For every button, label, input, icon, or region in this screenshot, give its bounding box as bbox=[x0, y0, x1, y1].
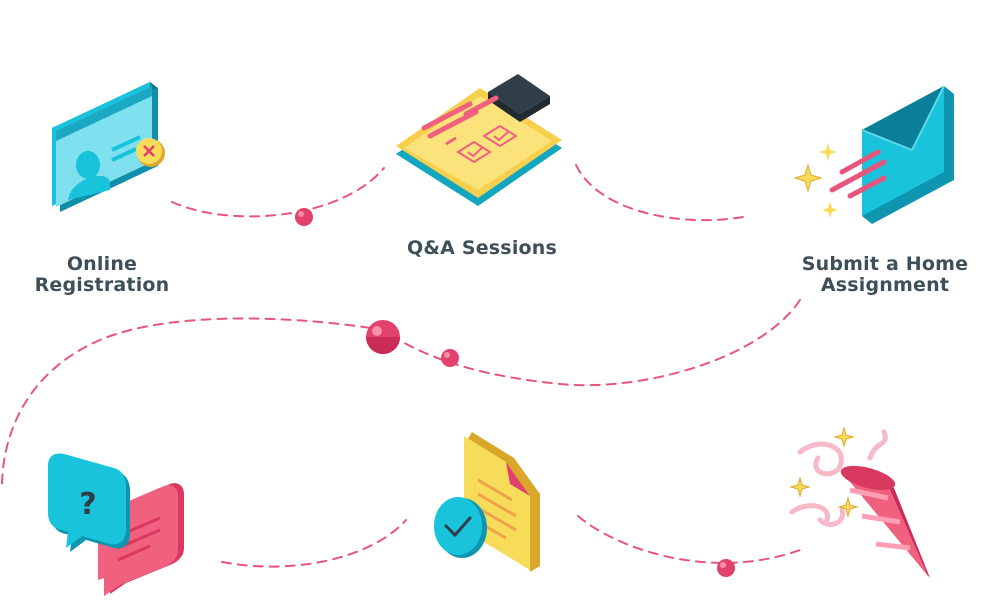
step-label-line: Assignment bbox=[820, 274, 950, 296]
path-node bbox=[441, 349, 459, 367]
sparkle-icon bbox=[822, 202, 838, 218]
svg-text:?: ? bbox=[79, 487, 96, 522]
path-node bbox=[295, 208, 313, 226]
step-label-line: Registration bbox=[34, 274, 170, 296]
envelope-send-icon bbox=[793, 85, 954, 224]
party-popper-icon bbox=[789, 426, 930, 578]
path-nodes bbox=[295, 208, 735, 577]
path-node bbox=[717, 559, 735, 577]
step-label-line: Submit a Home bbox=[801, 253, 969, 275]
connector-1-2 bbox=[171, 167, 385, 218]
document-check-icon bbox=[434, 432, 540, 572]
step-label-online-registration: Online Registration bbox=[22, 254, 182, 296]
clipboard-checklist-icon bbox=[396, 74, 562, 206]
sparkle-icon bbox=[837, 496, 859, 518]
connector-3-4 bbox=[1, 299, 801, 489]
connector-5-6 bbox=[577, 515, 801, 564]
chat-bubbles-icon: ? bbox=[48, 453, 184, 596]
connector-2-3 bbox=[575, 164, 749, 222]
step-label-home-assignment: Submit a Home Assignment bbox=[790, 254, 980, 296]
sparkle-icon bbox=[789, 476, 811, 498]
sparkle-icon bbox=[793, 163, 823, 193]
step-label-line: Q&A Sessions bbox=[406, 237, 558, 259]
sparkle-icon bbox=[833, 426, 855, 448]
sparkle-icon bbox=[819, 143, 837, 161]
connector-4-5 bbox=[221, 519, 407, 568]
path-node-large bbox=[366, 320, 400, 354]
id-card-icon bbox=[52, 82, 165, 212]
step-label-line: Online bbox=[66, 253, 138, 275]
step-label-qa-sessions: Q&A Sessions bbox=[392, 238, 572, 259]
